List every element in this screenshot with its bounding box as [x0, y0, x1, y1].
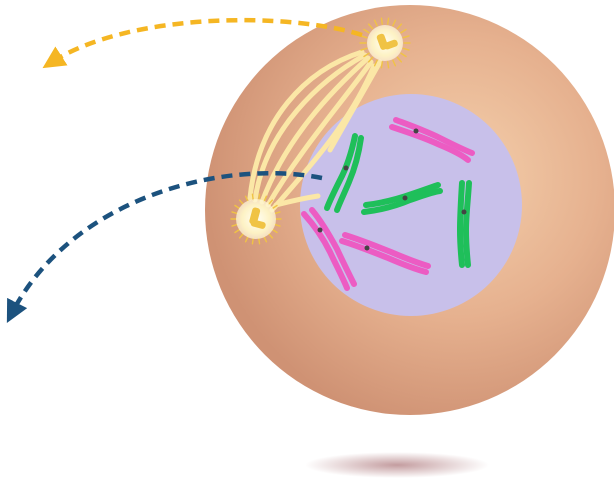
centrosome-ray	[373, 19, 378, 27]
centromere	[317, 227, 323, 233]
spindle-fiber	[273, 193, 321, 208]
spindle-fiber	[259, 55, 371, 205]
centrosome-ray	[360, 35, 368, 39]
centrosome-ray	[387, 17, 390, 25]
centrosome-ray	[360, 47, 368, 51]
centrosome-ray	[251, 237, 254, 245]
chromosome-green	[456, 180, 472, 268]
centromere	[343, 165, 349, 171]
arrow-blue	[6, 170, 323, 324]
centrosome-ray	[402, 35, 410, 39]
spindle-fiber	[265, 59, 374, 208]
centrosome-ray	[396, 23, 403, 30]
centrosome-ray	[392, 19, 397, 27]
spindle-fiber	[247, 49, 365, 201]
centrosome-ray	[367, 56, 374, 63]
centrosome-ray	[402, 47, 410, 51]
chromosome-green	[361, 182, 443, 215]
centromere	[402, 195, 408, 201]
centrosome-ray	[380, 61, 383, 69]
centromere	[364, 245, 370, 251]
chromosome-pink	[301, 207, 357, 291]
centrosome-ray	[251, 193, 254, 201]
centrosome-bottom	[230, 193, 282, 245]
chromosomes	[301, 117, 475, 291]
chromosome-green	[324, 133, 364, 213]
centromere	[461, 209, 467, 215]
centrosome-ray	[363, 28, 370, 34]
centrosome-ray	[400, 52, 407, 58]
spindle-fiber	[327, 59, 383, 153]
chromosome-pink	[339, 232, 431, 275]
centrosome-ray	[400, 28, 407, 34]
centrosome-top	[359, 17, 411, 69]
centrosome-ray	[367, 23, 374, 30]
centrosome-ray	[387, 61, 390, 69]
centrosome-ray	[258, 193, 261, 201]
centrosome-rays	[359, 17, 411, 69]
centrosome-ray	[363, 52, 370, 58]
centrosome-ray	[392, 59, 397, 67]
centrosome-ray	[396, 56, 403, 63]
cell-shadow	[305, 452, 489, 478]
centromere	[413, 128, 419, 134]
centrosome-ray	[373, 59, 378, 67]
chromosome-pink	[389, 117, 475, 163]
arrow-orange	[42, 17, 363, 69]
centrosome-ray	[258, 237, 261, 245]
centrosome-ray	[380, 17, 383, 25]
